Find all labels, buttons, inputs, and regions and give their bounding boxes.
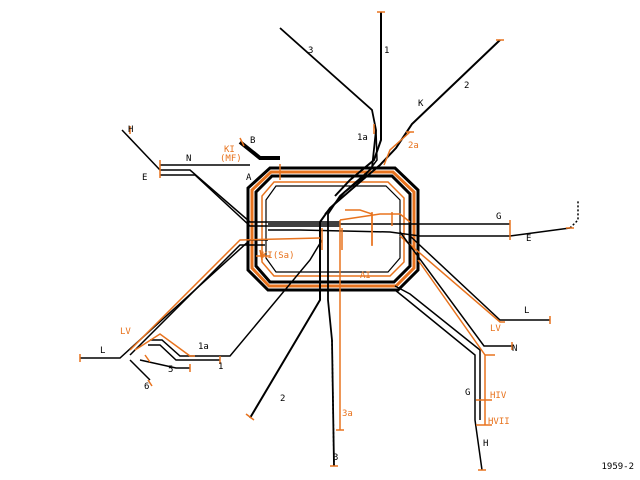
line-lv-east — [399, 235, 505, 323]
label-ki: KI — [224, 145, 235, 155]
ring-outer-black — [246, 166, 420, 292]
label-h-bottom: H — [483, 439, 488, 449]
label-lv-left: LV — [120, 327, 131, 337]
line-h-south — [394, 285, 481, 420]
label-g-right: G — [496, 212, 501, 222]
label-e-left: E — [142, 173, 147, 183]
line-2-ne — [319, 39, 501, 223]
line-b — [238, 140, 280, 160]
line-1-sw — [148, 344, 220, 361]
line-g-south — [394, 289, 483, 471]
label-6: 6 — [144, 382, 149, 392]
line-e-west-2 — [160, 174, 340, 227]
label-1a-top: 1a — [357, 133, 368, 143]
line-orange-1a — [134, 333, 195, 357]
tick-20 — [144, 354, 151, 363]
label-2-sw: 2 — [280, 394, 285, 404]
label-hvii: HVII — [488, 417, 510, 427]
line-e-east-dotted — [569, 200, 579, 229]
label-1: 1 — [384, 46, 389, 56]
line-l-east — [409, 235, 550, 321]
label-5: 5 — [168, 365, 173, 375]
line-1a-sw — [150, 239, 323, 357]
label-l-left: L — [100, 346, 105, 356]
line-2a-orange — [383, 131, 411, 166]
label-h-top: H — [128, 125, 133, 135]
diagram-caption: 1959-2 — [601, 462, 634, 472]
line-e-east — [268, 227, 571, 237]
label-e-right: E — [526, 234, 531, 244]
tick-10 — [245, 413, 255, 421]
line-1a-north — [324, 129, 378, 215]
tick-21 — [147, 379, 153, 387]
label-1-sw: 1 — [218, 362, 223, 372]
label-a: A — [246, 173, 252, 183]
label-n-right: N — [512, 344, 517, 354]
ring-inner-black — [254, 174, 412, 284]
label-lv-right: LV — [490, 324, 501, 334]
label-mf: (MF) — [220, 154, 242, 164]
label-2-ne: 2 — [464, 81, 469, 91]
line-b-tick — [239, 137, 245, 147]
line-lv-west — [129, 237, 321, 351]
label-k: K — [418, 99, 424, 109]
line-3 — [279, 27, 377, 467]
label-b: B — [250, 136, 255, 146]
line-lv-west-2 — [129, 244, 265, 356]
station-ticks — [129, 124, 551, 431]
label-3a: 3a — [342, 409, 353, 419]
label-g-bottom: G — [465, 388, 470, 398]
label-ki-sa: KI(Sa) — [262, 251, 295, 261]
label-3-top: 3 — [308, 46, 313, 56]
line-1 — [334, 12, 382, 197]
label-n-left: N — [186, 154, 191, 164]
ring-inner-black-thin — [265, 185, 401, 273]
line-l-west — [80, 239, 268, 359]
ring-inner-orange-thin — [261, 181, 405, 277]
label-3-bottom: 3 — [333, 453, 338, 463]
line-kisa-orange — [259, 249, 263, 261]
line-3-dotted — [331, 339, 335, 467]
label-l-right: L — [524, 306, 529, 316]
line-h-west — [121, 129, 161, 171]
line-6 — [129, 359, 151, 381]
label-hiv: HIV — [490, 391, 507, 401]
label-ai: AI — [360, 271, 371, 281]
line-2-sw — [249, 222, 321, 419]
label-2a: 2a — [408, 141, 419, 151]
line-central-orange — [339, 213, 411, 223]
line-5 — [139, 359, 190, 369]
line-e-west — [160, 169, 340, 223]
line-n-east — [399, 231, 512, 347]
label-1a-sw: 1a — [198, 342, 209, 352]
